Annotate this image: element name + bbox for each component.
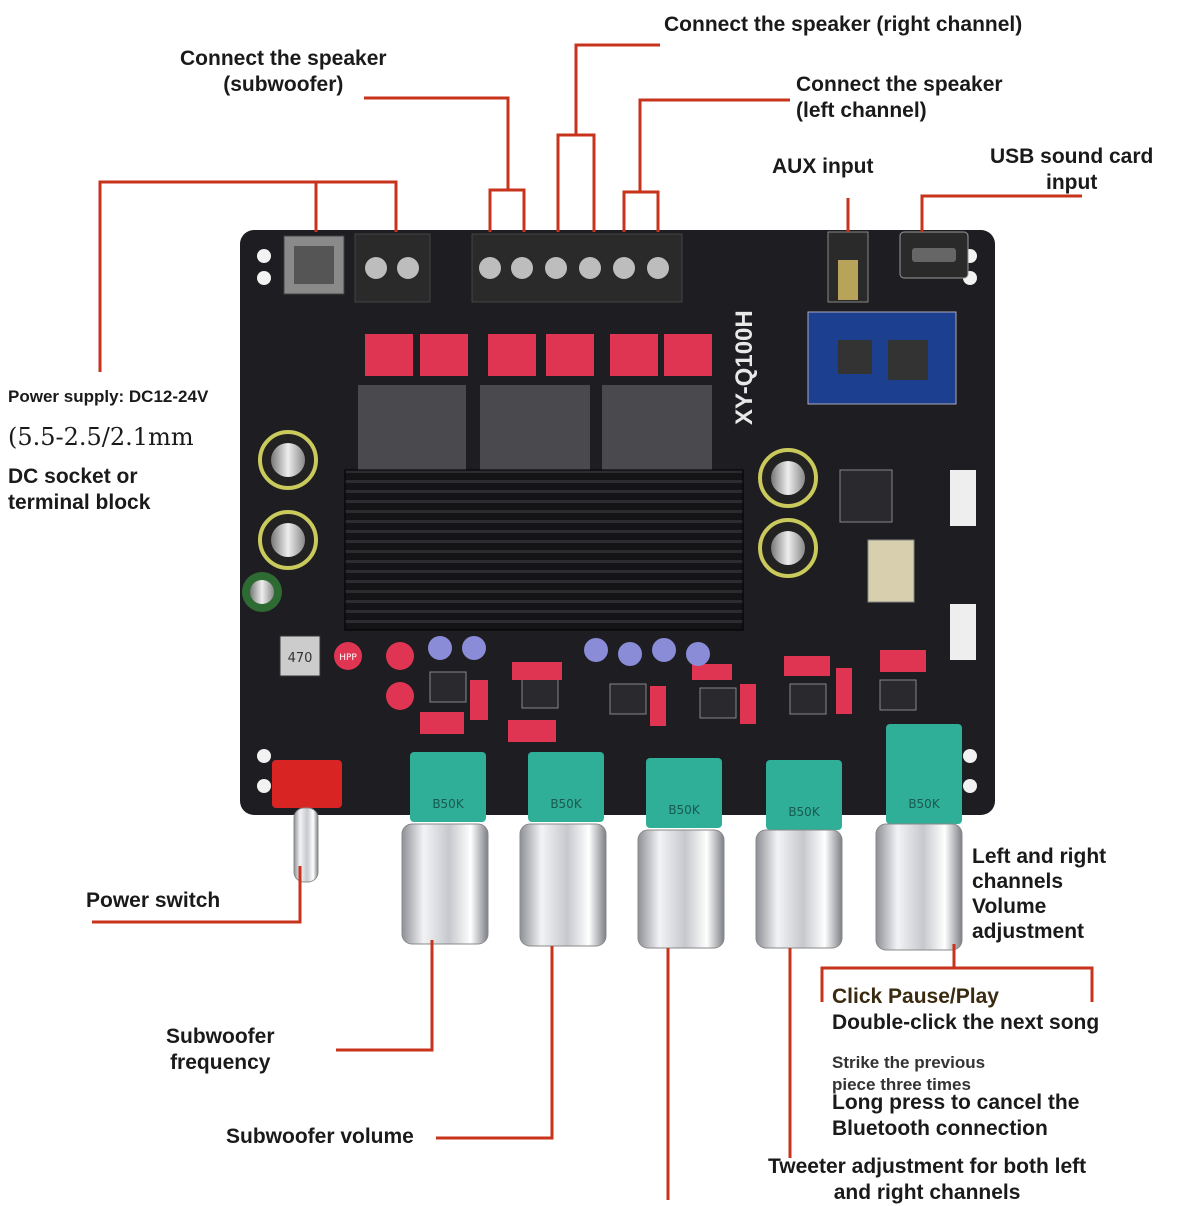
label-double-click: Double-click the next song	[832, 1011, 1100, 1034]
svg-text:B50K: B50K	[432, 797, 465, 811]
svg-text:B50K: B50K	[908, 797, 941, 811]
screw-icon	[545, 257, 567, 279]
label-left-channel: Connect the speaker (left channel)	[796, 73, 1003, 122]
label-usb-input: USB sound card input	[990, 145, 1154, 194]
screw-icon	[511, 257, 533, 279]
ic-chips	[429, 469, 917, 719]
screw-icon	[479, 257, 501, 279]
label-strike-previous: Strike the previous piece three times	[832, 1053, 986, 1094]
connectors	[950, 470, 976, 660]
heatsink	[344, 469, 744, 631]
speaker-terminal	[471, 233, 683, 303]
svg-text:470: 470	[288, 651, 313, 666]
bass-knob	[755, 829, 843, 949]
pointer-lines	[92, 43, 1094, 1200]
label-aux-input: AUX input	[772, 155, 874, 178]
label-power-supply: Power supply: DC12-24V	[8, 387, 209, 406]
label-tweeter: Tweeter adjustment for both left and rig…	[768, 1155, 1087, 1204]
power-switch	[272, 760, 342, 883]
label-click-play: Click Pause/Play	[832, 985, 999, 1008]
label-volume: Left and right channels Volume adjustmen…	[972, 845, 1107, 943]
svg-text:B50K: B50K	[668, 803, 701, 817]
screw-icon	[613, 257, 635, 279]
tweeter-knob	[637, 829, 725, 949]
red-components	[420, 650, 926, 742]
potentiometers: B50K B50K B50K B50K B50K	[410, 724, 962, 830]
capacitor-icon	[242, 430, 818, 612]
screw-icon	[579, 257, 601, 279]
screw-icon	[647, 257, 669, 279]
svg-text:HPP: HPP	[339, 653, 357, 663]
subwoofer-terminal	[354, 233, 431, 303]
label-subwoofer-volume: Subwoofer volume	[226, 1125, 414, 1148]
label-long-press: Long press to cancel the Bluetooth conne…	[832, 1091, 1080, 1140]
svg-text:B50K: B50K	[550, 797, 583, 811]
subwoofer-volume-knob	[519, 823, 607, 947]
label-subwoofer-frequency: Subwoofer frequency	[166, 1025, 275, 1074]
screw-icon	[397, 257, 419, 279]
inductors	[365, 334, 712, 376]
label-dc-socket: DC socket or terminal block	[8, 465, 151, 514]
subwoofer-frequency-knob	[401, 823, 489, 945]
label-subwoofer-speaker: Connect the speaker (subwoofer)	[180, 47, 387, 96]
screw-icon	[365, 257, 387, 279]
board-model-text: XY-Q100H	[731, 310, 758, 425]
volume-knob	[875, 823, 963, 951]
inductor-cores	[358, 385, 712, 475]
label-power-switch: Power switch	[86, 889, 221, 912]
svg-text:B50K: B50K	[788, 805, 821, 819]
label-right-channel: Connect the speaker (right channel)	[664, 13, 1023, 36]
label-dc-size: (5.5-2.5/2.1mm	[8, 423, 194, 451]
bluetooth-module-icon	[807, 311, 957, 405]
capacitor-icon: 470 HPP	[279, 635, 710, 710]
knobs	[401, 823, 963, 951]
